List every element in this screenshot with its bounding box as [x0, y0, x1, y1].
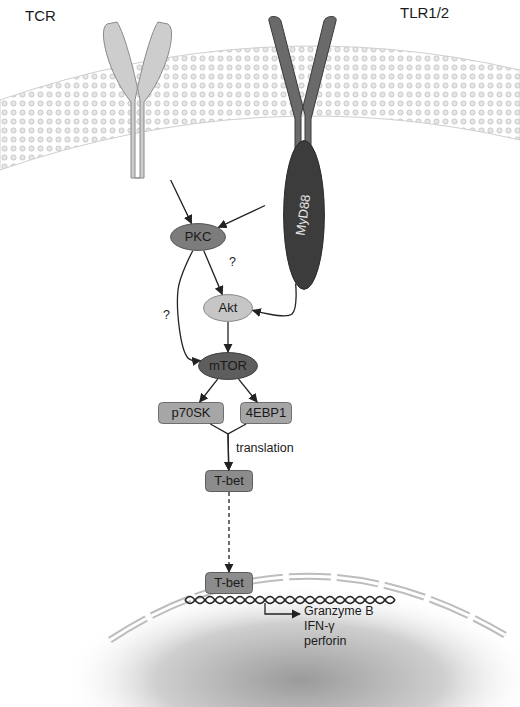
- receptor-shape: [103, 22, 171, 178]
- node-label-area: MyD88: [283, 140, 325, 290]
- signal-arrow: [239, 379, 258, 402]
- node-label-area: Akt: [203, 294, 253, 322]
- kinase-ellipse: mTOR: [198, 352, 258, 380]
- kinase-ellipse: PKC: [170, 223, 226, 251]
- signal-arrow: [227, 322, 228, 352]
- dna-strand: [185, 597, 395, 604]
- node-outline: [284, 141, 325, 290]
- node-label-area: mTOR: [198, 352, 258, 380]
- node-label: PKC: [185, 230, 212, 244]
- nuclear-envelope: [110, 576, 505, 640]
- node-outline: [206, 573, 253, 594]
- signal-arrow: [210, 424, 228, 470]
- edge-label: ?: [229, 255, 236, 269]
- nucleus-shading: [60, 585, 520, 707]
- effector-box: 4EBP1: [240, 402, 292, 424]
- node-outline: [171, 224, 226, 251]
- dna-strand: [185, 597, 395, 604]
- transcription-factor-box: T-bet: [205, 572, 253, 594]
- node-outline: [159, 403, 224, 424]
- node-label-area: TCR: [95, 20, 180, 180]
- signal-arrow: [218, 206, 265, 228]
- signal-arrow: [253, 284, 296, 316]
- transcription-factor-box: T-bet: [205, 470, 253, 492]
- edge-label: ?: [163, 308, 170, 322]
- receptor-name: TLR1/2: [400, 5, 449, 22]
- node-outline: [241, 403, 292, 424]
- node-label: T-bet: [214, 474, 244, 488]
- node-outline: [206, 471, 253, 492]
- node-label: MyD88: [294, 194, 314, 237]
- node-label: 4EBP1: [246, 406, 286, 420]
- node-label-area: T-bet: [205, 470, 253, 492]
- tcr-receptor: TCR: [95, 20, 180, 180]
- node-label: p70SK: [171, 406, 210, 420]
- gene-name: IFN-γ: [304, 619, 335, 633]
- edge-label: translation: [236, 441, 294, 455]
- node-label-area: p70SK: [158, 402, 224, 424]
- cell-membrane: [0, 46, 520, 170]
- signal-arrow: [171, 180, 192, 223]
- adaptor-ellipse: MyD88: [283, 140, 325, 290]
- node-label-area: 4EBP1: [240, 402, 292, 424]
- signal-arrow: [200, 379, 218, 402]
- transcription-arrow: [265, 603, 300, 614]
- node-label-area: T-bet: [205, 572, 253, 594]
- receptor-name: TCR: [25, 8, 56, 25]
- node-label: Akt: [219, 301, 238, 315]
- signal-arrow: [228, 492, 229, 572]
- effector-box: p70SK: [158, 402, 224, 424]
- node-label: mTOR: [209, 359, 247, 373]
- node-outline: [199, 353, 258, 380]
- node-label: T-bet: [214, 576, 244, 590]
- signal-arrow: [204, 251, 222, 295]
- node-outline: [95, 20, 180, 180]
- gene-name: Granzyme B: [304, 604, 373, 618]
- signal-arrow: [177, 251, 200, 361]
- kinase-ellipse: Akt: [203, 294, 253, 322]
- node-label-area: PKC: [170, 223, 226, 251]
- node-outline: [204, 295, 253, 322]
- nuclear-envelope-inner: [110, 576, 505, 640]
- gene-name: perforin: [304, 634, 346, 648]
